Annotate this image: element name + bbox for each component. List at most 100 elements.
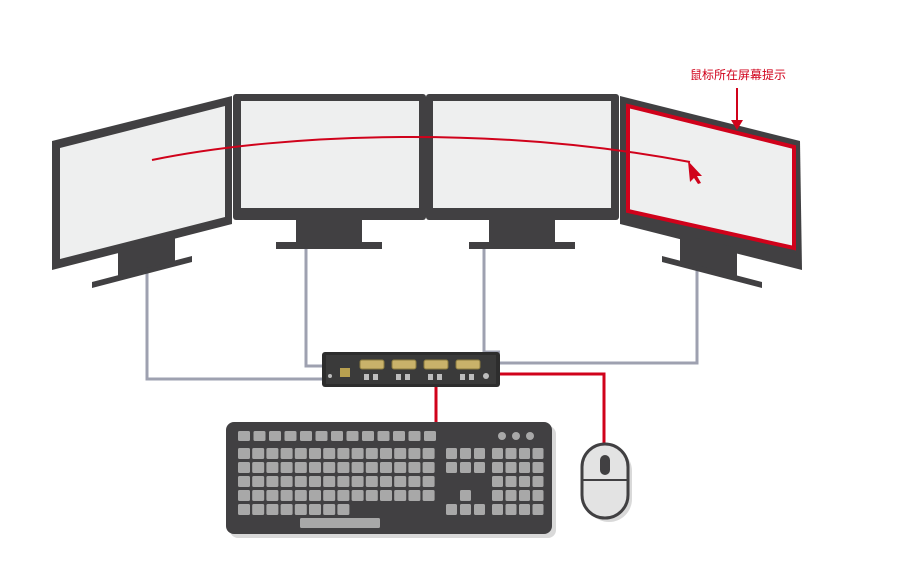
keyboard-key bbox=[266, 490, 279, 501]
keyboard-key bbox=[300, 518, 380, 528]
keyboard-key bbox=[505, 504, 517, 515]
keyboard-key bbox=[323, 448, 336, 459]
keyboard-key bbox=[238, 448, 250, 459]
keyboard-key bbox=[294, 462, 307, 473]
keyboard-key bbox=[309, 462, 321, 473]
keyboard-keys bbox=[238, 431, 544, 528]
keyboard-key bbox=[337, 504, 350, 515]
mouse-scroll-wheel bbox=[600, 455, 610, 475]
keyboard-key bbox=[365, 462, 378, 473]
keyboard-key bbox=[408, 476, 421, 487]
keyboard-key bbox=[294, 448, 307, 459]
keyboard-key bbox=[519, 462, 530, 473]
usb-cables bbox=[434, 372, 606, 446]
keyboard-key bbox=[362, 431, 374, 441]
keyboard-key bbox=[351, 476, 364, 487]
keyboard-key bbox=[252, 490, 265, 501]
keyboard-key bbox=[337, 490, 350, 501]
mouse-icon bbox=[580, 442, 632, 522]
keyboard-key bbox=[519, 504, 530, 515]
cursor-arrow-icon bbox=[688, 161, 702, 184]
keyboard-key bbox=[351, 462, 364, 473]
keyboard-key bbox=[408, 448, 421, 459]
callout-arrow bbox=[731, 88, 743, 130]
keyboard-key bbox=[422, 490, 435, 501]
keyboard-key bbox=[294, 490, 307, 501]
keyboard-key bbox=[492, 504, 503, 515]
keyboard-key bbox=[519, 476, 530, 487]
keyboard-key bbox=[446, 462, 457, 473]
keyboard-key bbox=[309, 476, 321, 487]
keyboard-key bbox=[460, 490, 471, 501]
keyboard-key bbox=[266, 504, 279, 515]
keyboard-key bbox=[331, 431, 343, 441]
monitor-2-neck bbox=[296, 220, 362, 242]
keyboard-key bbox=[380, 462, 392, 473]
keyboard-key bbox=[460, 504, 471, 515]
kvm-switch bbox=[322, 352, 500, 387]
monitor-2 bbox=[233, 94, 426, 249]
keyboard-key bbox=[422, 448, 435, 459]
keyboard-key bbox=[532, 448, 544, 459]
monitor-3-neck bbox=[489, 220, 555, 242]
keyboard-key bbox=[323, 462, 336, 473]
keyboard-key bbox=[238, 476, 250, 487]
keyboard-key bbox=[460, 462, 471, 473]
video-cable-3 bbox=[482, 249, 500, 354]
keyboard-key bbox=[309, 448, 321, 459]
keyboard-key bbox=[294, 476, 307, 487]
keyboard-key bbox=[323, 504, 336, 515]
video-cable-1 bbox=[145, 268, 324, 381]
keyboard-key bbox=[280, 504, 293, 515]
keyboard-key bbox=[252, 504, 265, 515]
keyboard-key bbox=[252, 462, 265, 473]
mouse-cable bbox=[500, 372, 606, 446]
keyboard-key bbox=[532, 462, 544, 473]
keyboard-key bbox=[337, 476, 350, 487]
keyboard-key bbox=[280, 448, 293, 459]
keyboard-key bbox=[269, 431, 281, 441]
keyboard-key bbox=[393, 431, 405, 441]
monitor-2-screen bbox=[241, 101, 419, 208]
keyboard-key bbox=[377, 431, 390, 441]
keyboard-key bbox=[532, 490, 544, 501]
active-screen-callout-label: 鼠标所在屏幕提示 bbox=[689, 68, 786, 82]
keyboard-key bbox=[252, 448, 265, 459]
keyboard-key bbox=[380, 448, 392, 459]
keyboard-key bbox=[408, 431, 421, 441]
monitor-1 bbox=[52, 96, 232, 288]
keyboard-key bbox=[492, 490, 503, 501]
keyboard-key bbox=[519, 448, 530, 459]
kvm-port-4 bbox=[455, 359, 481, 370]
keyboard-key bbox=[280, 462, 293, 473]
keyboard-key bbox=[422, 476, 435, 487]
keyboard-key bbox=[394, 448, 407, 459]
kvm-dvi-ports bbox=[359, 359, 481, 370]
mouse-motion-path bbox=[151, 136, 691, 163]
keyboard-key bbox=[280, 476, 293, 487]
keyboard-key bbox=[252, 476, 265, 487]
keyboard-key bbox=[532, 476, 544, 487]
keyboard-key bbox=[309, 504, 321, 515]
video-cable-2 bbox=[304, 249, 324, 368]
keyboard-key bbox=[365, 490, 378, 501]
kvm-port-2 bbox=[391, 359, 417, 370]
keyboard-key bbox=[365, 476, 378, 487]
keyboard-key bbox=[346, 431, 359, 441]
keyboard-key bbox=[408, 462, 421, 473]
keyboard-key bbox=[238, 431, 250, 441]
keyboard-key bbox=[474, 448, 485, 459]
keyboard-key bbox=[505, 490, 517, 501]
keyboard-key bbox=[238, 490, 250, 501]
keyboard-key bbox=[351, 448, 364, 459]
keyboard-key bbox=[505, 476, 517, 487]
monitor-4-screen bbox=[626, 103, 796, 251]
keyboard-key bbox=[266, 462, 279, 473]
keyboard-key bbox=[294, 504, 307, 515]
keyboard-key bbox=[253, 431, 266, 441]
keyboard-key bbox=[309, 490, 321, 501]
keyboard-key bbox=[408, 490, 421, 501]
keyboard-key bbox=[446, 504, 457, 515]
monitor-3-base bbox=[469, 242, 575, 249]
